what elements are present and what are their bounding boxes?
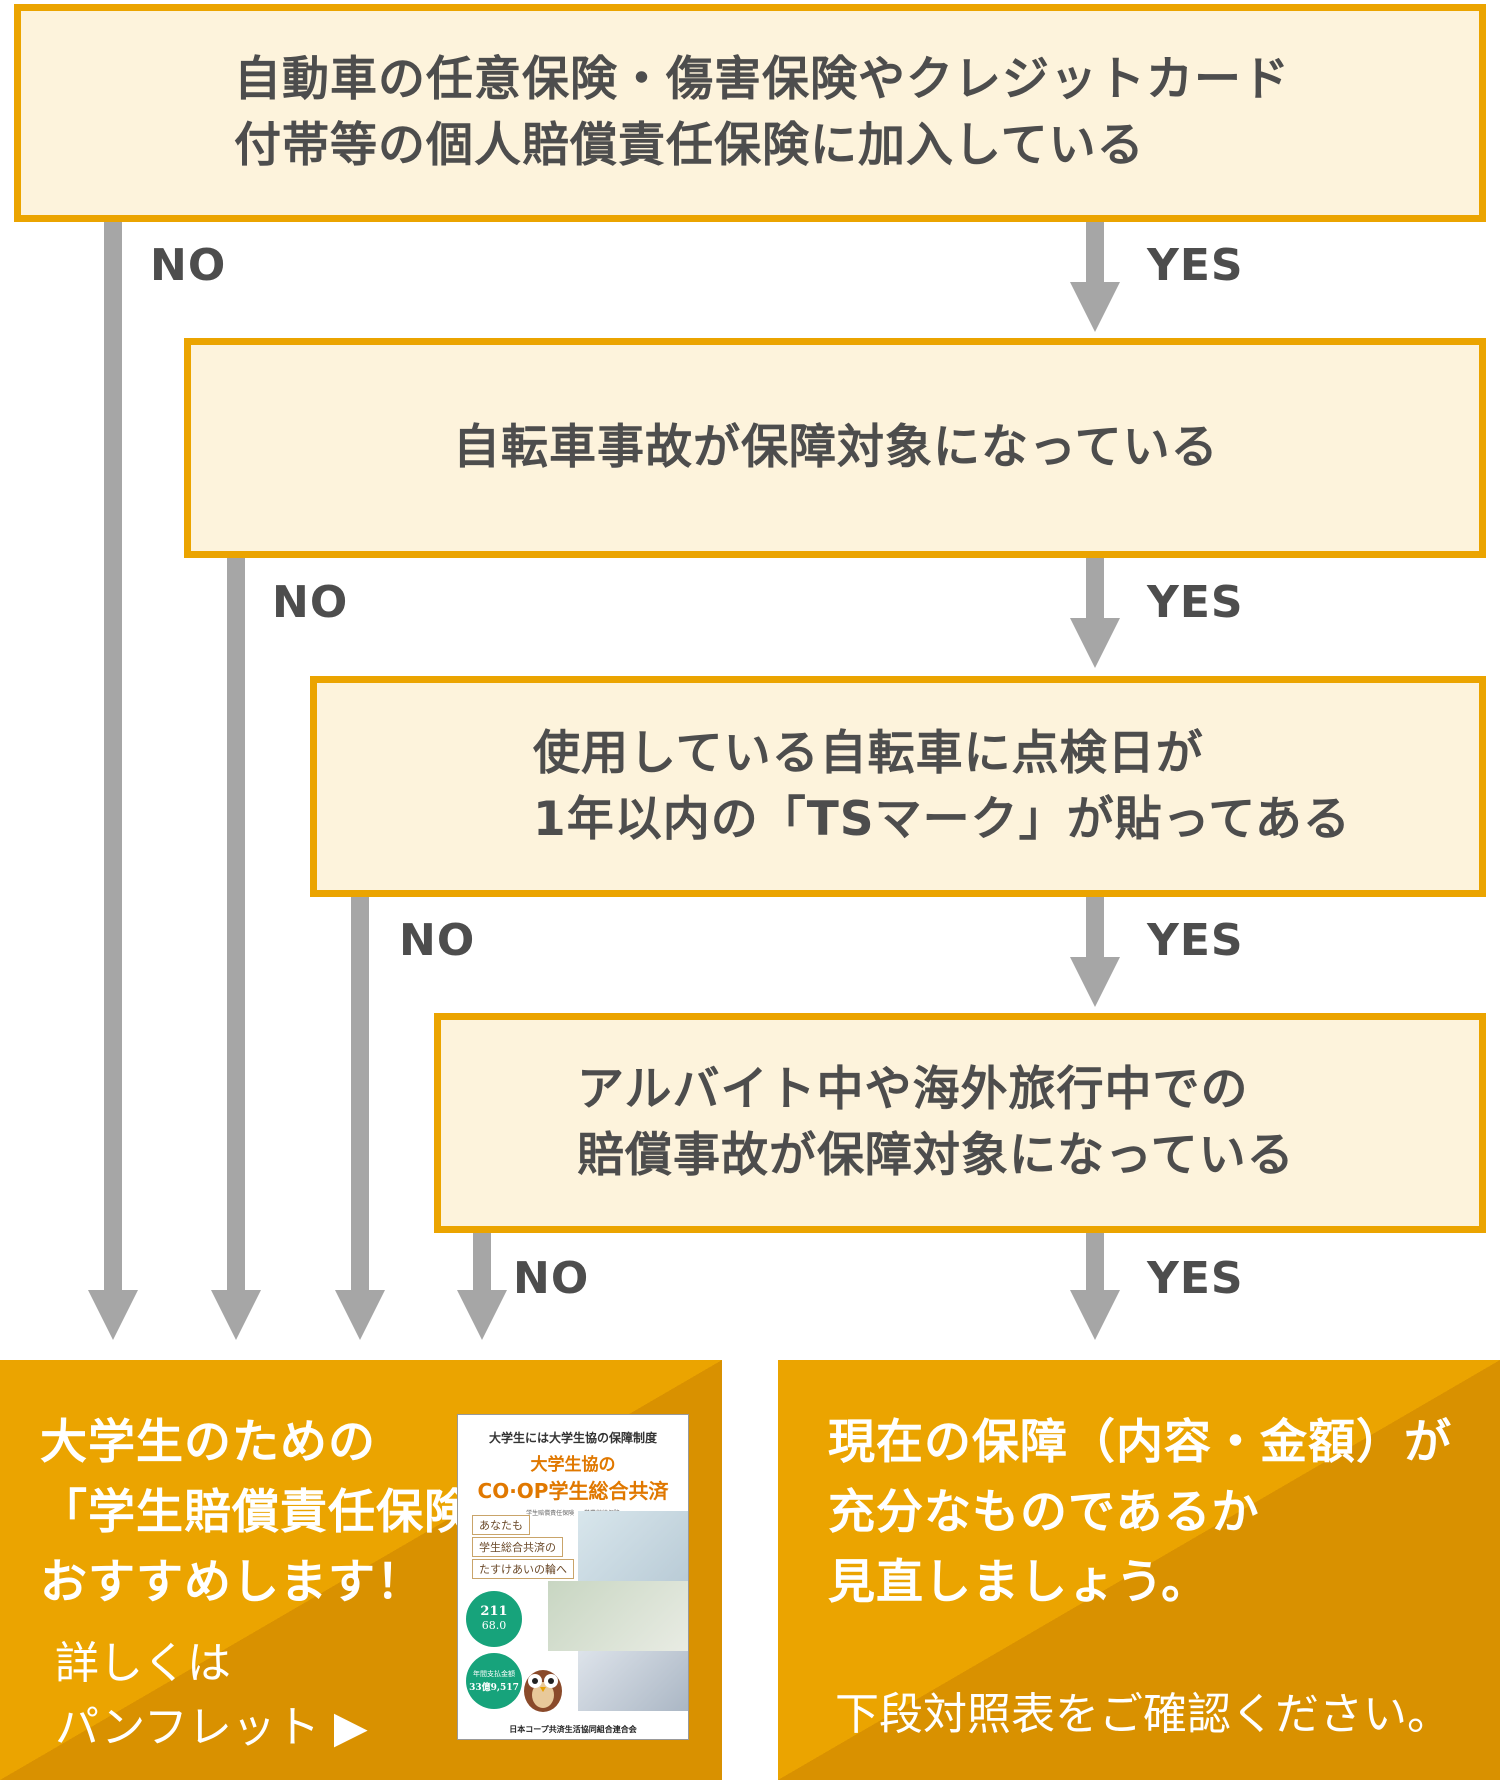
question-box-2: 自転車事故が保障対象になっている (184, 338, 1486, 558)
pamphlet-stat-1: 211 68.0 (466, 1591, 522, 1647)
question-2-text: 自転車事故が保障対象になっている (453, 420, 1219, 475)
question-box-4: アルバイト中や海外旅行中での 賠償事故が保障対象になっている (434, 1013, 1486, 1233)
question-4-text: アルバイト中や海外旅行中での 賠償事故が保障対象になっている (577, 1062, 1295, 1183)
result-review-text: 現在の保障（内容・金額）が 充分なものであるか 見直しましょう。 (828, 1415, 1452, 1610)
pamphlet-stat-2a: 年間支払金額 (473, 1670, 515, 1678)
yes-arrow-3-head (1070, 957, 1120, 1007)
pamphlet-footer: 日本コープ共済生活協同組合連合会 (509, 1725, 637, 1734)
yes-arrow-3-shaft (1086, 897, 1104, 957)
no-arrow-4-shaft (473, 1233, 491, 1290)
no-label-2: NO (272, 577, 349, 628)
pamphlet-stat-1b: 68.0 (481, 1619, 507, 1632)
no-arrow-3-shaft (351, 897, 369, 1290)
no-arrow-4-head (457, 1290, 507, 1340)
pamphlet-tag-1: あなたも (472, 1515, 530, 1535)
no-label-3: NO (399, 915, 476, 966)
pamphlet-stat-2b: 33億9,517 (469, 1683, 519, 1693)
yes-arrow-1-shaft (1086, 222, 1104, 282)
result-recommend-text: 大学生のための 「学生賠償責任保険」 おすすめします！ (40, 1415, 520, 1610)
yes-arrow-2-head (1070, 618, 1120, 668)
question-1-text: 自動車の任意保険・傷害保険やクレジットカード 付帯等の個人賠償責任保険に加入して… (234, 52, 1290, 173)
pamphlet-subline: 学生賠償責任保険 ・ 学業継続保障 (526, 1510, 620, 1517)
yes-label-3: YES (1147, 915, 1244, 966)
pamphlet-stat-2: 年間支払金額 33億9,517 (466, 1653, 522, 1709)
yes-arrow-4-head (1070, 1290, 1120, 1340)
pamphlet-tag-3: たすけあいの輪へ (472, 1559, 574, 1579)
pamphlet-link[interactable]: 詳しくは パンフレット ▶ (55, 1638, 368, 1753)
result-review-note: 下段対照表をご確認ください。 (835, 1689, 1451, 1740)
pamphlet-title-2: CO·OP学生総合共済 (477, 1479, 669, 1503)
pamphlet-stat-1a: 211 (480, 1604, 508, 1619)
no-label-1: NO (150, 240, 227, 291)
pamphlet-cover-image[interactable]: 大学生には大学生協の保障制度 大学生協の CO·OP学生総合共済 学生賠償責任保… (457, 1414, 689, 1740)
owl-mascot-icon (524, 1670, 562, 1712)
no-label-4: NO (513, 1253, 590, 1304)
no-arrow-1-head (88, 1290, 138, 1340)
result-review-panel: 現在の保障（内容・金額）が 充分なものであるか 見直しましょう。 下段対照表をご… (778, 1360, 1500, 1780)
no-arrow-3-head (335, 1290, 385, 1340)
yes-label-2: YES (1147, 577, 1244, 628)
question-box-1: 自動車の任意保険・傷害保険やクレジットカード 付帯等の個人賠償責任保険に加入して… (14, 4, 1486, 222)
pamphlet-tag-2: 学生総合共済の (472, 1537, 563, 1557)
no-arrow-2-shaft (227, 558, 245, 1290)
yes-label-4: YES (1147, 1253, 1244, 1304)
pamphlet-top-text: 大学生には大学生協の保障制度 (488, 1431, 657, 1445)
pamphlet-title-1: 大学生協の (530, 1455, 616, 1475)
pamphlet-photo-1 (578, 1511, 688, 1581)
pamphlet-photo-2 (548, 1581, 688, 1651)
no-arrow-1-shaft (104, 222, 122, 1290)
pamphlet-photo-3 (578, 1651, 688, 1711)
question-3-text: 使用している自転車に点検日が 1年以内の「TSマーク」が貼ってある (533, 725, 1351, 847)
yes-arrow-2-shaft (1086, 558, 1104, 618)
question-box-3: 使用している自転車に点検日が 1年以内の「TSマーク」が貼ってある (310, 676, 1486, 897)
yes-label-1: YES (1147, 240, 1244, 291)
no-arrow-2-head (211, 1290, 261, 1340)
yes-arrow-1-head (1070, 282, 1120, 332)
yes-arrow-4-shaft (1086, 1233, 1104, 1290)
